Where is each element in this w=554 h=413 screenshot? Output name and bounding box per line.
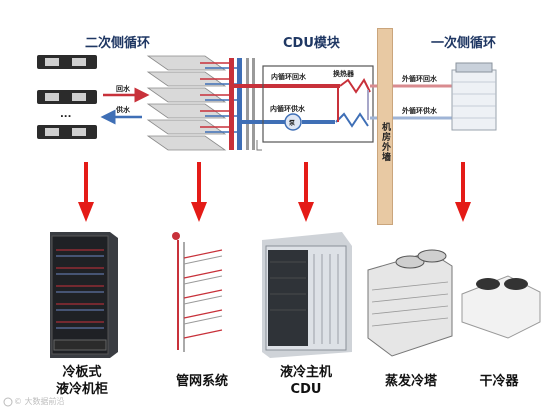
cabinet-label-line2: 液冷机柜 [55,382,108,397]
server-unit [37,125,97,139]
tower-label: 蒸发冷塔 [384,374,437,389]
cdu-module-title: CDU模块 [283,36,340,51]
inner-supply-label: 内循环供水 [270,105,305,113]
down-arrows [78,162,471,222]
cdu-unit [262,232,352,358]
manifold-plates [146,55,238,151]
heat-exchanger-coil [335,78,371,128]
server-ellipsis: ... [60,109,72,120]
cold-riser [237,58,242,150]
cdu-label: 液冷主机 CDU [264,364,348,398]
primary-side-title: 一次侧循环 [431,36,497,51]
secondary-side-title: 二次侧循环 [85,36,151,51]
server-unit [37,90,97,104]
pump-label: 泵 [289,120,296,127]
cdu-box [262,65,374,143]
outer-return-label: 外循环回水 [402,75,437,83]
server-stack [37,55,97,139]
hot-riser [229,58,234,150]
inner-return-label: 内循环回水 [271,73,306,81]
dry-cooler [461,275,541,339]
cabinet-label: 冷板式 液冷机柜 [42,364,122,398]
pump-symbol [284,113,302,131]
supply-water-label: 供水 [116,106,130,114]
watermark-text: © 大数据前沿 [14,397,65,406]
watermark-icon [3,397,13,407]
return-water-label: 回水 [116,85,130,93]
cooling-tower-icon [451,62,497,131]
cabinet-label-line1: 冷板式 [62,365,102,380]
evaporative-cooling-tower [367,249,453,357]
machine-room-wall-label: 机房外墙 [380,122,390,162]
liquid-cooled-cabinet [50,232,118,358]
heat-exchanger-label: 换热器 [333,70,354,78]
piping-network [172,232,223,352]
outer-supply-label: 外循环供水 [402,107,437,115]
cdu-label-line2: CDU [290,382,322,397]
dry-cooler-label: 干冷器 [479,374,519,389]
server-unit [37,55,97,69]
cdu-label-line1: 液冷主机 [279,365,332,380]
piping-label: 管网系统 [175,374,228,389]
machine-room-wall [377,28,393,225]
